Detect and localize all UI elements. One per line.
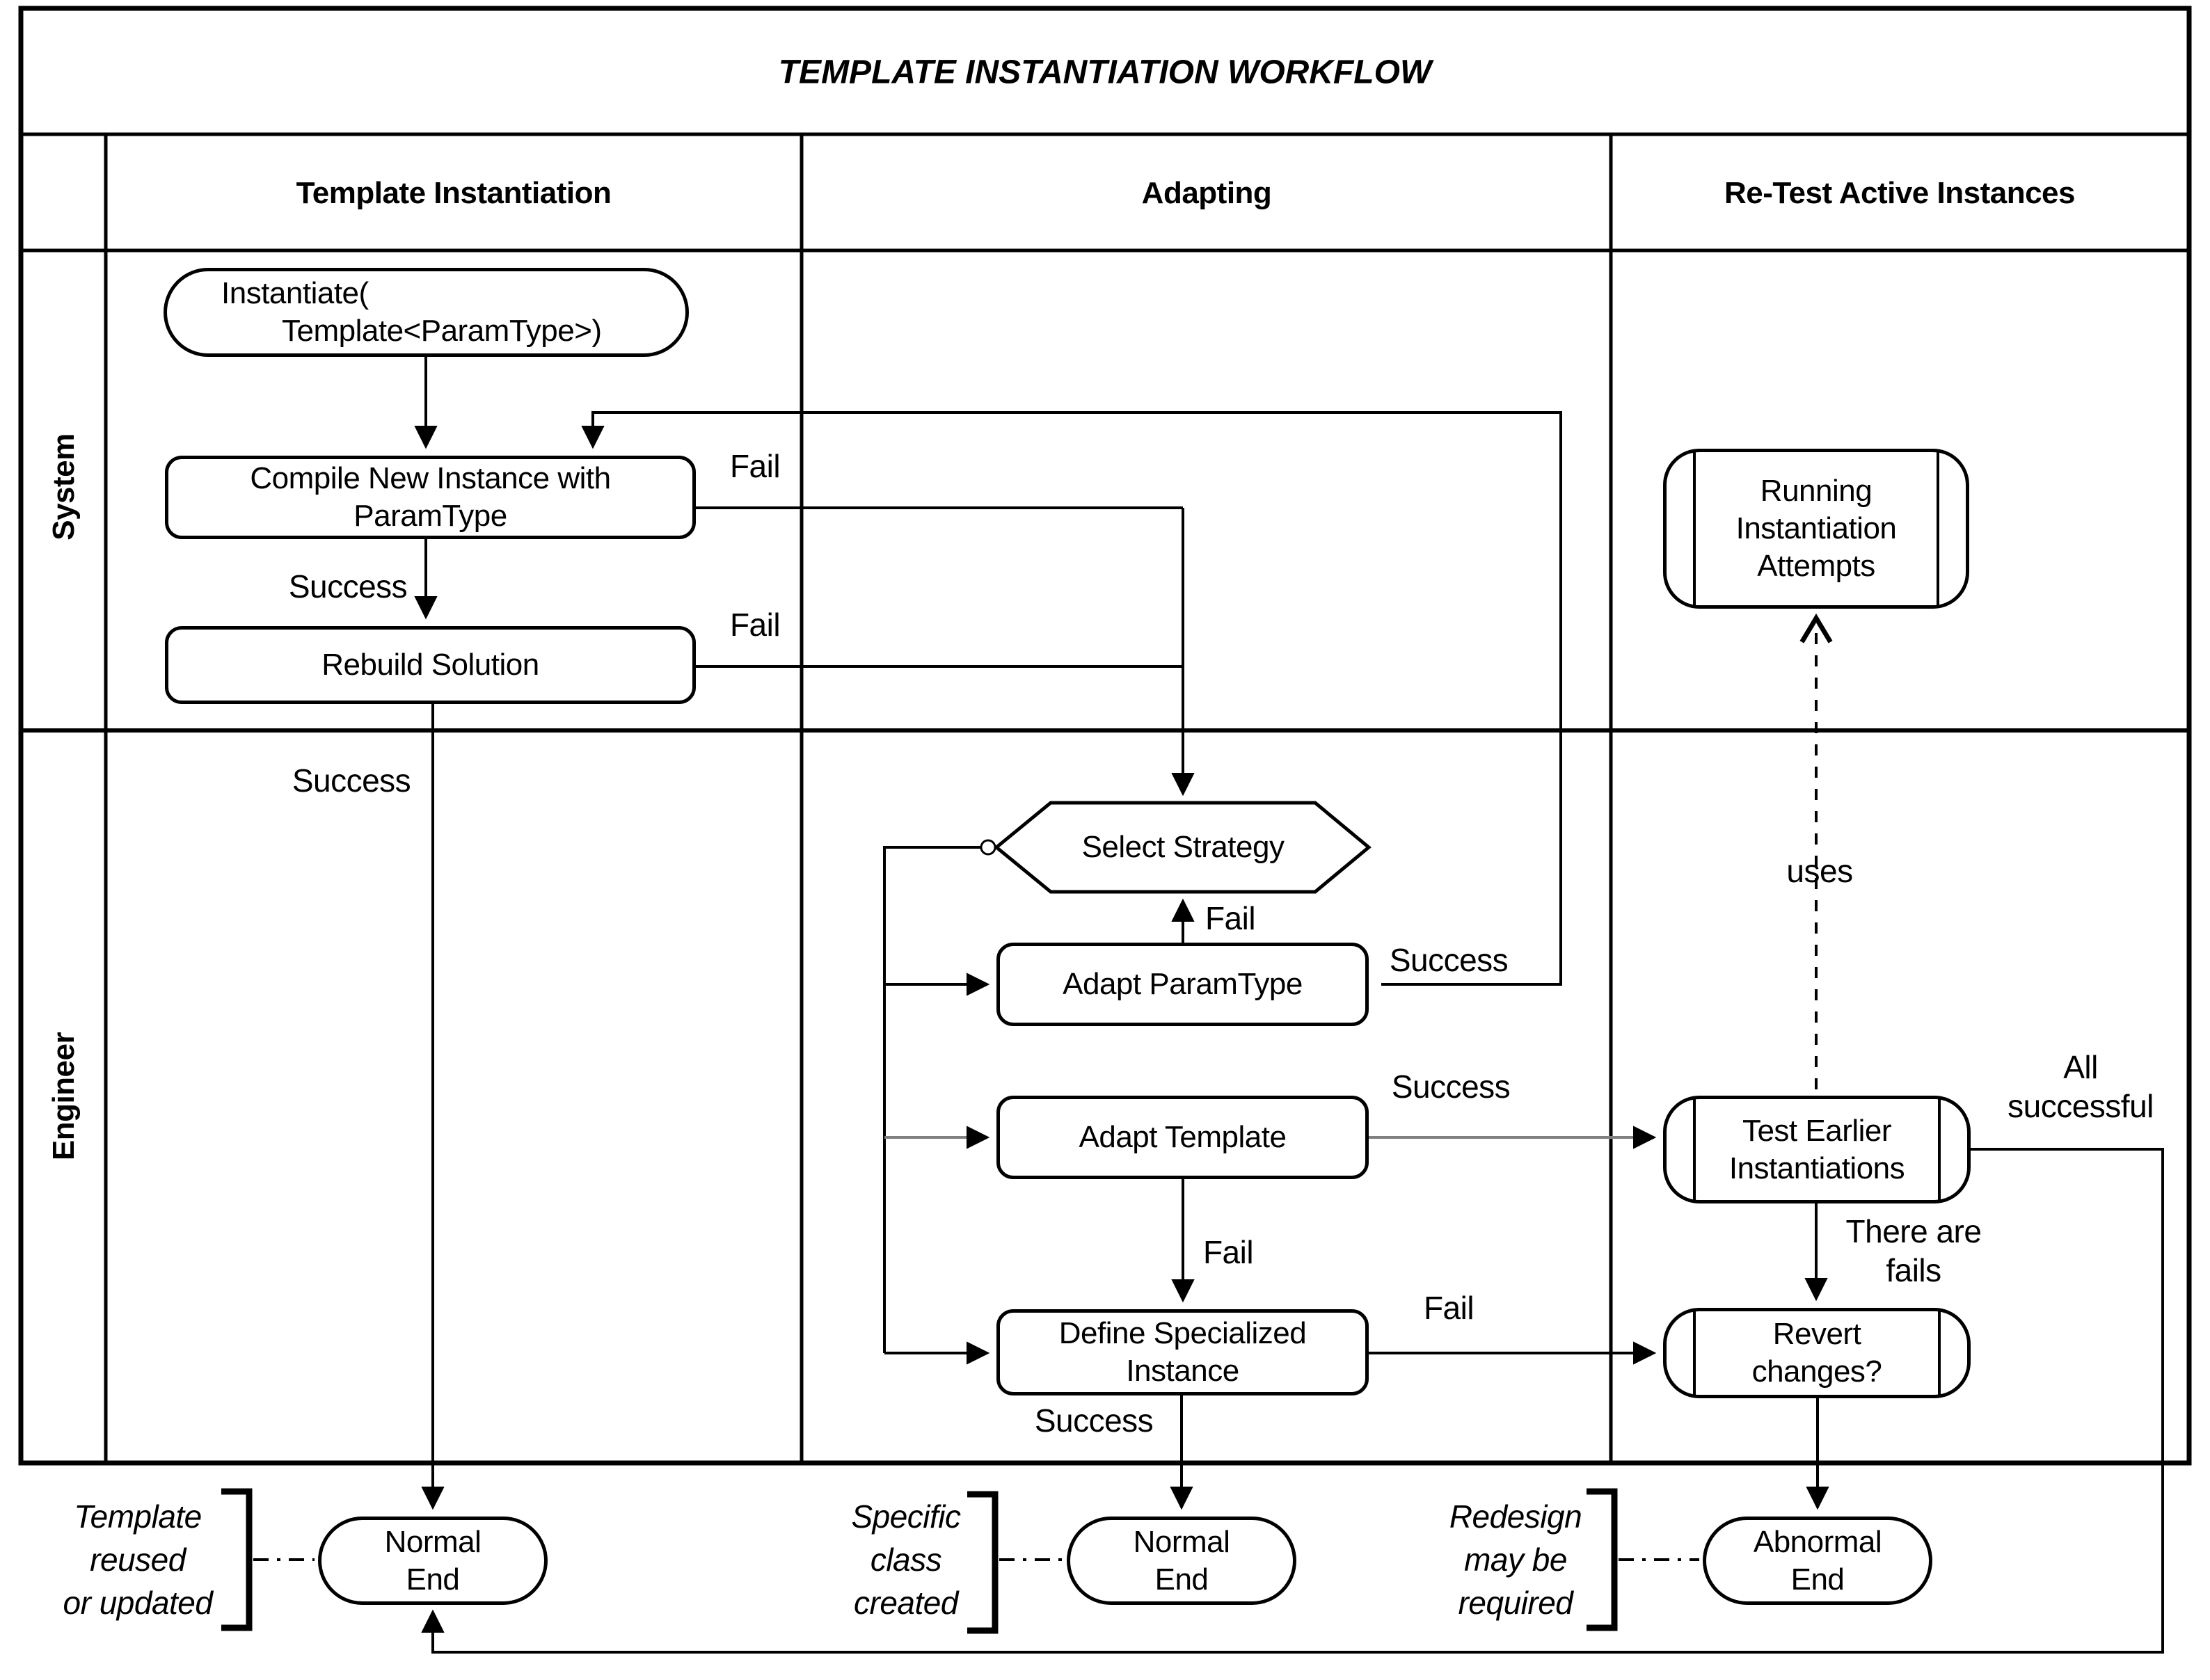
- edge-select-strategy-branch: [883, 846, 981, 1353]
- diagram-title: TEMPLATE INSTANTIATION WORKFLOW: [778, 54, 1432, 91]
- edge-label-success-adapt-paramtype: Success: [1389, 942, 1509, 978]
- node-abnormal-end: Abnormal End: [1703, 1517, 1932, 1605]
- node-running-instantiation-attempts: Running Instantiation Attempts: [1663, 449, 1969, 609]
- edge-label-uses: uses: [1786, 853, 1853, 889]
- column-header-adapting: Adapting: [1141, 176, 1272, 210]
- branch-connector-circle: [980, 839, 996, 856]
- edge-label-success-rebuild: Success: [292, 762, 411, 799]
- edge-label-all-successful: All successful: [2008, 1049, 2154, 1124]
- node-instantiate: Instantiate( Template<ParamType>): [164, 268, 689, 357]
- edge-adapt-paramtype-success-to-compile: [581, 411, 1562, 986]
- edge-label-there-are-fails: There are fails: [1845, 1213, 1982, 1288]
- node-adapt-template: Adapt Template: [996, 1096, 1369, 1179]
- edge-label-fail-define: Fail: [1423, 1290, 1474, 1326]
- edge-label-success-define: Success: [1034, 1402, 1154, 1439]
- annotation-redesign-may-be-required: Redesign may be required: [1449, 1498, 1582, 1621]
- edge-label-success-adapt-template: Success: [1391, 1069, 1511, 1105]
- edge-label-fail-adapt-template: Fail: [1202, 1234, 1254, 1270]
- edge-label-fail-rebuild: Fail: [729, 607, 781, 643]
- select-strategy-hexagon: [994, 801, 1372, 894]
- swimlane-frame: [18, 6, 2192, 1466]
- edge-all-successful-to-normal-end: [421, 1148, 2164, 1654]
- node-rebuild-solution: Rebuild Solution: [165, 626, 696, 704]
- annotation-specific-class-created: Specific class created: [851, 1498, 961, 1621]
- edge-label-fail-compile: Fail: [729, 448, 781, 484]
- annotation-template-reused-or-updated: Template reused or updated: [63, 1498, 213, 1621]
- column-header-retest-active-instances: Re-Test Active Instances: [1724, 176, 2075, 210]
- edge-label-fail-adapt-paramtype: Fail: [1205, 900, 1256, 936]
- node-select-strategy: Select Strategy: [1081, 830, 1285, 864]
- edge-label-success-compile: Success: [288, 568, 408, 605]
- node-revert-changes: Revert changes?: [1663, 1308, 1971, 1398]
- annotation-brackets: [221, 1488, 1699, 1634]
- lane-label-system: System: [47, 433, 81, 541]
- node-compile-new-instance: Compile New Instance with ParamType: [165, 456, 696, 539]
- column-header-template-instantiation: Template Instantiation: [296, 176, 612, 210]
- node-adapt-paramtype: Adapt ParamType: [996, 943, 1369, 1026]
- node-test-earlier-instantiations: Test Earlier Instantiations: [1663, 1096, 1971, 1203]
- node-normal-end-middle: Normal End: [1067, 1517, 1296, 1605]
- node-define-specialized-instance: Define Specialized Instance: [996, 1309, 1369, 1395]
- node-normal-end-left: Normal End: [318, 1517, 548, 1605]
- lane-label-engineer: Engineer: [47, 1032, 81, 1161]
